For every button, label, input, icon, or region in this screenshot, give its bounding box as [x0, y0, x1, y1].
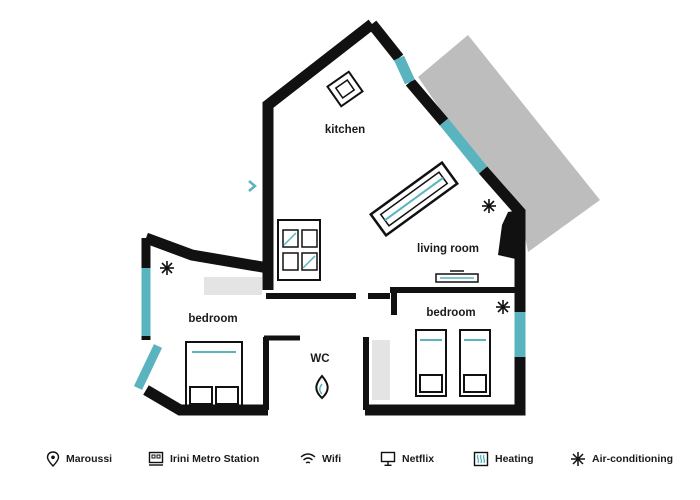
sofa-icon — [369, 160, 459, 238]
legend-item-location: Maroussi — [46, 449, 112, 469]
metro-station-icon — [148, 451, 164, 466]
room-label-bedroom: bedroom — [188, 313, 237, 325]
air-conditioning-icon — [160, 261, 174, 275]
legend-label: Irini Metro Station — [170, 453, 260, 465]
air-conditioning-icon — [571, 452, 585, 466]
single-bed-icon — [459, 329, 491, 397]
legend-label: Air-conditioning — [592, 453, 674, 465]
room-label-wc: WC — [310, 353, 329, 365]
legend-item-wifi: Wifi — [300, 449, 341, 469]
balcony-area — [418, 35, 600, 252]
legend-label: Wifi — [322, 453, 342, 465]
tv-monitor-icon — [380, 451, 396, 467]
room-label-kitchen: kitchen — [325, 124, 365, 136]
double-bed-icon — [185, 341, 243, 409]
inner-walls — [263, 208, 520, 410]
legend-item-air-conditioning: Air-conditioning — [570, 449, 673, 469]
floor-shade-wc — [372, 340, 390, 400]
stove-icon — [326, 70, 364, 108]
toilet-icon — [315, 374, 329, 400]
legend-label: Heating — [495, 453, 534, 465]
legend-label: Netflix — [402, 453, 435, 465]
air-conditioning-icon — [482, 199, 496, 213]
dining-table-icon — [277, 219, 321, 281]
tv-cabinet-icon — [435, 270, 479, 283]
wall-corner-block — [498, 210, 520, 260]
room-label-bedroom: bedroom — [426, 307, 475, 319]
legend-label: Maroussi — [66, 453, 113, 465]
legend: Maroussi Irini Metro Station Wifi Netfli… — [0, 445, 700, 475]
location-pin-icon — [46, 451, 60, 467]
entrance-arrow-icon — [248, 180, 257, 192]
floor-shade-hall — [204, 277, 262, 295]
legend-item-netflix: Netflix — [380, 449, 434, 469]
legend-item-heating: Heating — [473, 449, 534, 469]
air-conditioning-icon — [496, 300, 510, 314]
wifi-icon — [300, 453, 316, 464]
single-bed-icon — [415, 329, 447, 397]
heating-radiator-icon — [473, 451, 489, 467]
windows — [133, 55, 526, 390]
legend-item-metro: Irini Metro Station — [148, 449, 259, 469]
room-label-living-room: living room — [417, 243, 479, 255]
